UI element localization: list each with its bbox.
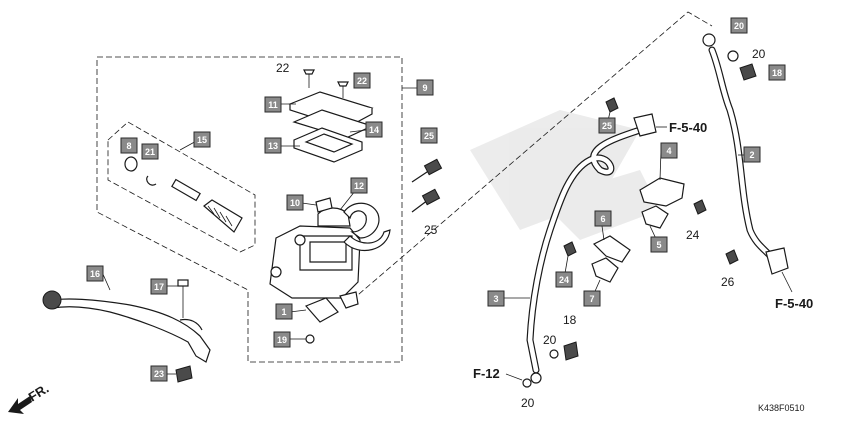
callout-11: 11	[264, 96, 282, 113]
callout-14: 14	[365, 121, 383, 138]
master-cylinder	[269, 207, 361, 309]
callout-6: 6	[594, 210, 612, 227]
callout-19: 19	[273, 331, 291, 348]
brake-hose-lower	[522, 113, 657, 388]
svg-text:15: 15	[197, 135, 207, 145]
piston-parts	[124, 156, 243, 233]
callout-24: 24	[555, 271, 573, 288]
ref-f-5-40-top: F-5-40	[669, 120, 707, 135]
label-22: 22	[276, 61, 290, 75]
svg-text:22: 22	[357, 76, 367, 86]
svg-text:7: 7	[589, 294, 594, 304]
svg-text:25: 25	[424, 131, 434, 141]
callout-22: 22	[353, 72, 371, 89]
svg-text:23: 23	[154, 369, 164, 379]
label-20-bottom: 20	[521, 396, 535, 410]
svg-text:6: 6	[600, 214, 605, 224]
callout-10: 10	[286, 194, 304, 211]
callout-25: 25	[420, 127, 438, 144]
bolts-25	[411, 158, 443, 213]
brake-lever	[42, 290, 211, 363]
svg-text:21: 21	[145, 147, 155, 157]
small-parts	[175, 197, 339, 383]
background-watermark	[470, 110, 660, 240]
svg-text:20: 20	[734, 21, 744, 31]
diagram-code: K438F0510	[758, 403, 805, 413]
svg-text:4: 4	[666, 146, 671, 156]
callout-4: 4	[660, 142, 678, 159]
callout-15: 15	[193, 131, 211, 148]
brake-hose-upper	[702, 33, 789, 275]
callout-23: 23	[150, 365, 168, 382]
callout-25b: 25	[598, 117, 616, 134]
callout-9: 9	[416, 79, 434, 96]
svg-text:14: 14	[369, 125, 379, 135]
callout-17: 17	[150, 278, 168, 295]
callout-7: 7	[583, 290, 601, 307]
hose-brackets	[563, 97, 739, 283]
label-24: 24	[686, 228, 700, 242]
label-18: 18	[563, 313, 577, 327]
svg-text:1: 1	[281, 307, 286, 317]
ref-arrow-f12	[505, 373, 523, 381]
callout-1: 1	[275, 303, 293, 320]
svg-text:12: 12	[354, 181, 364, 191]
svg-text:2: 2	[749, 150, 754, 160]
callout-8: 8	[120, 137, 138, 154]
callout-20: 20	[730, 17, 748, 34]
label-26: 26	[721, 275, 735, 289]
svg-text:16: 16	[90, 269, 100, 279]
svg-text:9: 9	[422, 83, 427, 93]
svg-text:11: 11	[268, 100, 278, 110]
reservoir-cap-set	[288, 91, 374, 163]
svg-text:10: 10	[290, 198, 300, 208]
svg-text:13: 13	[268, 141, 278, 151]
svg-text:18: 18	[772, 68, 782, 78]
piston-group-boundary	[107, 121, 256, 253]
ref-arrow-bottom	[781, 271, 793, 293]
callout-21: 21	[141, 143, 159, 160]
ref-f-12: F-12	[473, 366, 500, 381]
callout-2: 2	[743, 146, 761, 163]
callout-5: 5	[650, 236, 668, 253]
label-20-top: 20	[752, 47, 766, 61]
callout-3: 3	[487, 290, 505, 307]
callout-12: 12	[350, 177, 368, 194]
holder-clamp	[343, 202, 391, 252]
svg-text:8: 8	[126, 141, 131, 151]
front-direction-arrow: FR.	[8, 381, 51, 414]
label-20-mid: 20	[543, 333, 557, 347]
ref-f-5-40-bottom: F-5-40	[775, 296, 813, 311]
label-25: 25	[424, 223, 438, 237]
svg-text:24: 24	[559, 275, 569, 285]
svg-text:5: 5	[656, 240, 661, 250]
callout-18: 18	[768, 64, 786, 81]
svg-text:3: 3	[493, 294, 498, 304]
svg-text:19: 19	[277, 335, 287, 345]
svg-text:25: 25	[602, 121, 612, 131]
callout-13: 13	[264, 137, 282, 154]
screws-22	[303, 69, 349, 98]
connection-leader	[351, 11, 713, 301]
svg-text:17: 17	[154, 282, 164, 292]
callout-16: 16	[86, 265, 104, 282]
